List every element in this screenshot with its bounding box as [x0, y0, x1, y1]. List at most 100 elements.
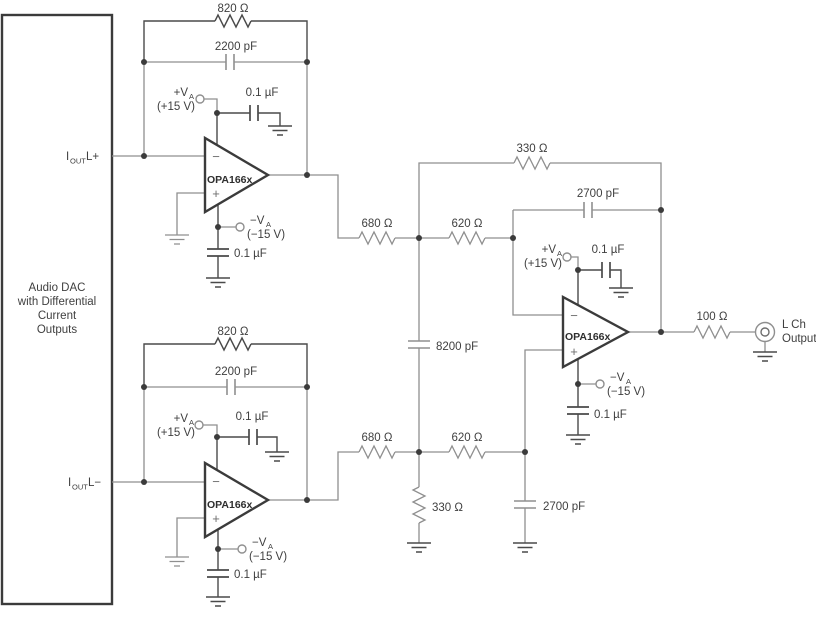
ground-icon — [753, 351, 777, 362]
opamp3-noninverting-pin: + — [570, 344, 578, 359]
opamp1: − + OPA166x — [203, 135, 271, 215]
bypass-capacitor-icon — [567, 406, 589, 415]
output-series-r-100: 100 Ω — [693, 311, 731, 340]
opamp1-inverting-pin: − — [212, 149, 220, 164]
neg-supply-value: (−15 V) — [607, 386, 645, 398]
stage1-pos-supply: +V A (+15 V) 0.1 µF — [157, 87, 292, 136]
resistor-icon — [448, 444, 486, 460]
iout-lminus-label: I OUT L− — [68, 477, 101, 492]
filter-series-r-680-bottom: 680 Ω — [358, 432, 396, 460]
node-dot — [575, 267, 581, 273]
node-dot — [304, 59, 310, 65]
pos-supply-subscript: A — [557, 249, 562, 258]
resistor-820-bottom-label: 820 Ω — [218, 326, 249, 338]
resistor-icon — [214, 13, 252, 29]
dac-label-line4: Outputs — [37, 324, 78, 336]
iout-lminus-subscript: OUT — [72, 483, 88, 492]
opamp3-neg-supply: −V A (−15 V) 0.1 µF — [566, 372, 645, 445]
iout-lplus-subscript: OUT — [70, 157, 86, 166]
resistor-620-bottom-label: 620 Ω — [452, 432, 483, 444]
capacitor-icon — [583, 202, 593, 218]
resistor-icon — [358, 230, 396, 246]
filter-feedback-c-2700: 2700 pF — [577, 188, 619, 218]
capacitor-icon — [408, 340, 430, 349]
supply-terminal-icon — [237, 544, 247, 554]
output-jack-center-icon — [760, 327, 770, 337]
resistor-820-top-label: 820 Ω — [218, 3, 249, 15]
filter-series-r-680-top: 680 Ω — [358, 218, 396, 246]
pos-supply-value: (+15 V) — [157, 427, 195, 439]
opamp2-noninverting-pin: + — [212, 511, 220, 526]
resistor-680-top-label: 680 Ω — [362, 218, 393, 230]
iout-lminus-name: L− — [88, 477, 101, 489]
node-dot — [510, 235, 516, 241]
ground-icon — [513, 542, 537, 553]
neg-supply-value: (−15 V) — [249, 551, 287, 563]
pos-supply-value: (+15 V) — [157, 101, 195, 113]
filter-wires — [418, 162, 662, 543]
bypass-cap-label: 0.1 µF — [594, 409, 627, 421]
pos-supply-subscript: A — [189, 92, 194, 101]
dac-label-line3: Current — [38, 310, 77, 322]
dac-box-outline — [0, 13, 114, 606]
cap-8200-label: 8200 pF — [436, 341, 478, 353]
node-dot — [215, 546, 221, 552]
wire — [418, 162, 662, 543]
node-dot — [214, 434, 220, 440]
node-dot — [304, 497, 310, 503]
neg-supply-subscript: A — [266, 220, 271, 229]
opamp2: − + OPA166x — [203, 460, 271, 540]
bypass-capacitor-icon — [249, 105, 259, 121]
resistor-680-bottom-label: 680 Ω — [362, 432, 393, 444]
pos-supply-value: (+15 V) — [524, 258, 562, 270]
bypass-cap-label: 0.1 µF — [234, 569, 267, 581]
wire — [112, 61, 513, 239]
filter-feedback-r-330: 330 Ω — [513, 143, 551, 171]
node-dot — [214, 110, 220, 116]
filter-shunt-r-330: 330 Ω — [407, 486, 463, 553]
node-dot — [304, 384, 310, 390]
opamp2-part-label: OPA166x — [207, 499, 252, 511]
bypass-capacitor-icon — [601, 262, 611, 278]
opamp3: − + OPA166x — [561, 294, 631, 370]
bypass-capacitor-icon — [207, 569, 229, 578]
node-dot — [522, 449, 528, 455]
node-dot — [141, 59, 147, 65]
supply-terminal-icon — [235, 222, 245, 232]
stage2-neg-supply: −V A (−15 V) 0.1 µF — [206, 537, 287, 607]
iout-lminus-prefix: I — [68, 477, 71, 489]
resistor-icon — [513, 155, 551, 171]
resistor-330-feedback-label: 330 Ω — [517, 143, 548, 155]
iout-lplus-label: I OUT L+ — [66, 151, 99, 166]
neg-supply-subscript: A — [268, 542, 273, 551]
bypass-cap-label: 0.1 µF — [592, 244, 625, 256]
supply-terminal-icon — [595, 379, 605, 389]
opamp3-part-label: OPA166x — [565, 331, 610, 343]
neg-supply-value: (−15 V) — [247, 229, 285, 241]
filter-shunt-c-2700: 2700 pF — [513, 500, 585, 553]
dac-label-line2: with Differential — [17, 296, 96, 308]
iout-lplus-name: L+ — [86, 151, 99, 163]
output-label-line1: L Ch — [782, 319, 806, 331]
node-dot — [658, 329, 664, 335]
wire — [577, 269, 622, 435]
bypass-capacitor-icon — [207, 248, 229, 257]
ground-icon — [268, 125, 292, 136]
output-label-line2: Output — [782, 333, 816, 345]
opamp3-pos-supply: +V A (+15 V) 0.1 µF — [524, 244, 633, 298]
supply-terminal-icon — [195, 94, 205, 104]
capacitor-icon — [226, 379, 236, 395]
stage2-feedback-cap-2200: 2200 pF — [215, 366, 257, 395]
bypass-cap-label: 0.1 µF — [236, 411, 269, 423]
ground-icon — [609, 287, 633, 298]
dac-box: Audio DAC with Differential Current Outp… — [0, 13, 114, 606]
stage1-feedback-cap-2200: 2200 pF — [215, 41, 257, 70]
ground-icon — [265, 451, 289, 462]
resistor-icon — [448, 230, 486, 246]
cap-2700-feedback-label: 2700 pF — [577, 188, 619, 200]
neg-supply-label: −V — [250, 215, 265, 227]
output-jack-icon — [754, 321, 776, 343]
iout-lplus-prefix: I — [66, 151, 69, 163]
pos-supply-label: +V — [174, 87, 189, 99]
